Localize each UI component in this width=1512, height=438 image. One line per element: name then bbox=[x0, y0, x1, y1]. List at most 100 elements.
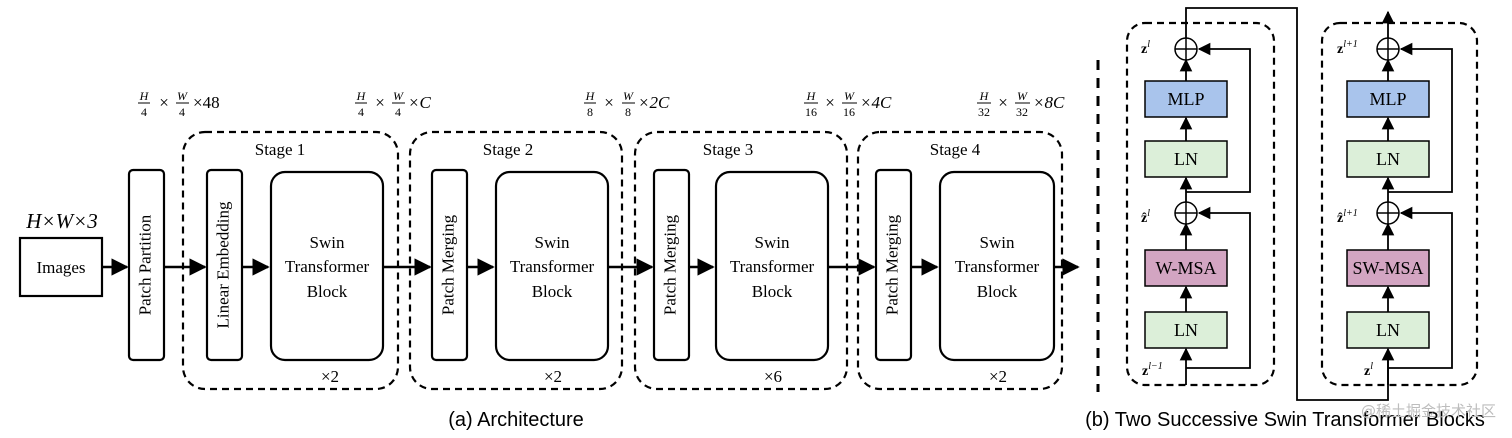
blocks-connector bbox=[1185, 7, 1389, 401]
stage-2-title: Stage 2 bbox=[483, 140, 534, 159]
block-2-swmsa-box bbox=[1346, 249, 1430, 287]
block-2-ln-top bbox=[1346, 140, 1430, 178]
block-1-ln-top-label: LN bbox=[1174, 149, 1198, 169]
stage-1-dims: H 4 × W 4 ×C bbox=[355, 89, 431, 119]
swin-block-2-line1: Swin bbox=[535, 233, 570, 252]
stage-1-title: Stage 1 bbox=[255, 140, 306, 159]
blocks-panel: LN W-MSA LN MLP bbox=[1085, 7, 1485, 431]
patch-partition-box bbox=[127, 168, 166, 362]
patch-merging-box-2 bbox=[430, 168, 469, 362]
block-1-ln-bottom-label: LN bbox=[1174, 320, 1198, 340]
stage-1-repeat: ×2 bbox=[321, 367, 339, 386]
stage-4-dims-wden: 32 bbox=[1016, 105, 1028, 119]
block-2-ln-bottom-label: LN bbox=[1376, 320, 1400, 340]
block-2-swmsa-label: SW-MSA bbox=[1352, 258, 1423, 278]
stage-4-dims: H 32 × W 32 ×8C bbox=[977, 89, 1065, 119]
block-1-wmsa-label: W-MSA bbox=[1155, 258, 1216, 278]
block-1-mlp-box bbox=[1144, 80, 1228, 118]
stage-1-dims-ch: ×C bbox=[408, 93, 431, 112]
partition-dims-times: × bbox=[159, 93, 169, 112]
stage-2-dims-w: W bbox=[623, 89, 634, 103]
block-1-frame bbox=[1125, 21, 1276, 387]
swin-block-2-line2: Transformer bbox=[510, 257, 595, 276]
architecture-panel: H×W×3 Images Patch Partition H 4 × W 4 ×… bbox=[18, 89, 1080, 431]
input-dims-label: H×W×3 bbox=[25, 209, 98, 233]
block-1-ln-top bbox=[1144, 140, 1228, 178]
stage-3-title: Stage 3 bbox=[703, 140, 754, 159]
block-2-residual-1 bbox=[1388, 206, 1453, 369]
linear-embedding-box bbox=[205, 168, 244, 362]
swin-block-detail-1: LN W-MSA LN MLP bbox=[1125, 21, 1276, 387]
images-label: Images bbox=[36, 258, 85, 277]
stage-4-dims-w: W bbox=[1017, 89, 1028, 103]
stage-2: Stage 2 Patch Merging Swin Transformer B… bbox=[408, 89, 670, 391]
swin-block-4-line1: Swin bbox=[980, 233, 1015, 252]
block-1-ln-bottom bbox=[1144, 311, 1228, 349]
partition-dims-h: H bbox=[139, 89, 150, 103]
swin-block-4-line2: Transformer bbox=[955, 257, 1040, 276]
swin-block-1-line2: Transformer bbox=[285, 257, 370, 276]
stage-1-frame bbox=[181, 130, 400, 391]
stage-2-dims-wden: 8 bbox=[625, 105, 631, 119]
stage-3-dims-ch: ×4C bbox=[860, 93, 892, 112]
block-2-ln-bottom bbox=[1346, 311, 1430, 349]
stage-2-dims-h: H bbox=[585, 89, 596, 103]
partition-dims-w: W bbox=[177, 89, 188, 103]
patch-merging-box-4 bbox=[874, 168, 913, 362]
stage-4-dims-times: × bbox=[998, 93, 1008, 112]
stage-2-dims: H 8 × W 8 ×2C bbox=[584, 89, 670, 119]
swin-block-3-line2: Transformer bbox=[730, 257, 815, 276]
stage-3-dims-times: × bbox=[825, 93, 835, 112]
swin-block-detail-2: LN SW-MSA LN MLP zl ẑl+1 zl+1 bbox=[1320, 10, 1479, 387]
images-box bbox=[18, 236, 104, 298]
stage-2-dims-ch: ×2C bbox=[638, 93, 670, 112]
stage-3-dims-hden: 16 bbox=[805, 105, 817, 119]
swin-block-1-line1: Swin bbox=[310, 233, 345, 252]
patch-merging-label-4: Patch Merging bbox=[882, 214, 901, 315]
swin-block-3-line3: Block bbox=[752, 282, 793, 301]
block-1-wmsa-box bbox=[1144, 249, 1228, 287]
partition-dims: H 4 × W 4 ×48 bbox=[138, 89, 220, 119]
stage-3: Stage 3 Patch Merging Swin Transformer B… bbox=[633, 89, 892, 391]
block-1-mid-var: ẑl bbox=[1141, 208, 1150, 226]
linear-embedding-label: Linear Embedding bbox=[213, 201, 232, 328]
stage-4: Stage 4 Patch Merging Swin Transformer B… bbox=[856, 89, 1065, 391]
block-2-out-var: zl+1 bbox=[1337, 39, 1358, 57]
swin-block-3-line1: Swin bbox=[755, 233, 790, 252]
block-1-residual-2 bbox=[1186, 42, 1251, 193]
block-2-input-var: zl bbox=[1364, 361, 1373, 379]
stage-3-dims: H 16 × W 16 ×4C bbox=[804, 89, 892, 119]
partition-dims-ch: ×48 bbox=[193, 93, 220, 112]
stage-1-dims-hden: 4 bbox=[358, 105, 364, 119]
stage-1-dims-h: H bbox=[356, 89, 367, 103]
block-1-out-var: zl bbox=[1141, 39, 1150, 57]
patch-merging-box-3 bbox=[652, 168, 691, 362]
stage-3-dims-w: W bbox=[844, 89, 855, 103]
blocks-caption: (b) Two Successive Swin Transformer Bloc… bbox=[1085, 409, 1485, 431]
stage-1-dims-wden: 4 bbox=[395, 105, 401, 119]
stage-1: Stage 1 Linear Embedding Swin Transforme… bbox=[181, 89, 431, 391]
block-1-residual-1 bbox=[1186, 206, 1251, 369]
partition-dims-hden: 4 bbox=[141, 105, 147, 119]
block-1-input-var: zl−1 bbox=[1142, 361, 1163, 379]
partition-dims-wden: 4 bbox=[179, 105, 185, 119]
block-2-ln-top-label: LN bbox=[1376, 149, 1400, 169]
block-2-mid-var: ẑl+1 bbox=[1337, 208, 1358, 226]
block-2-mlp-box bbox=[1346, 80, 1430, 118]
patch-merging-label-3: Patch Merging bbox=[660, 214, 679, 315]
stage-4-dims-h: H bbox=[979, 89, 990, 103]
stage-1-dims-w: W bbox=[393, 89, 404, 103]
block-2-mlp-label: MLP bbox=[1369, 89, 1406, 109]
stage-4-dims-ch: ×8C bbox=[1033, 93, 1065, 112]
stage-3-dims-h: H bbox=[806, 89, 817, 103]
architecture-caption: (a) Architecture bbox=[448, 409, 584, 431]
swin-block-1-line3: Block bbox=[307, 282, 348, 301]
stage-2-dims-hden: 8 bbox=[587, 105, 593, 119]
stage-2-dims-times: × bbox=[604, 93, 614, 112]
stage-2-frame bbox=[408, 130, 624, 391]
stage-4-frame bbox=[856, 130, 1064, 391]
block-1-mlp-label: MLP bbox=[1167, 89, 1204, 109]
patch-partition-label: Patch Partition bbox=[135, 214, 154, 315]
block-2-residual-2 bbox=[1388, 42, 1453, 193]
